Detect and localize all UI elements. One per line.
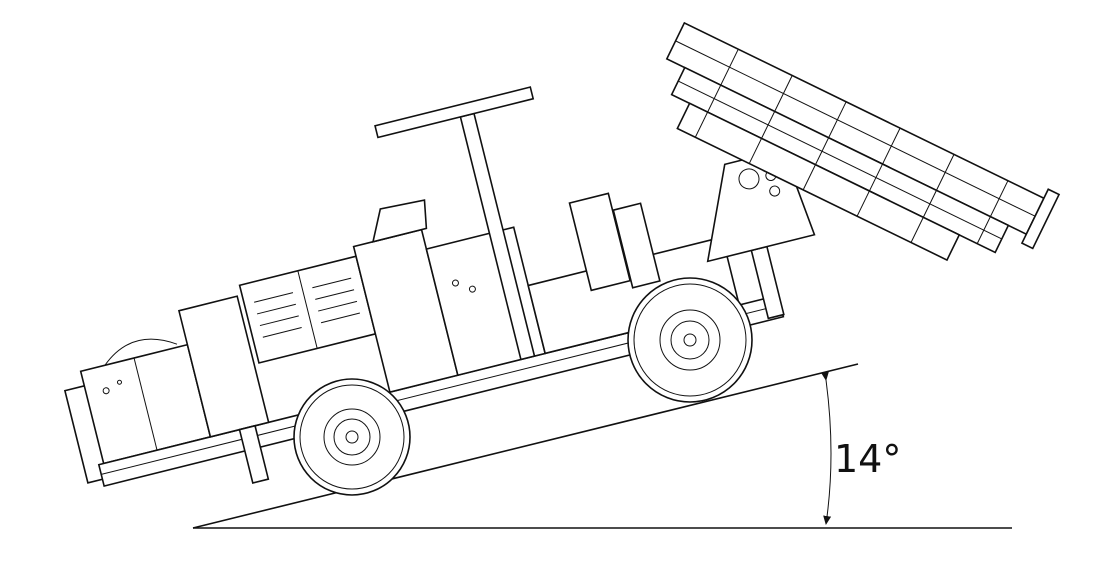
rear-wheel bbox=[293, 378, 411, 496]
vehicle-body bbox=[63, 86, 816, 488]
slope-angle-label: 14° bbox=[834, 437, 902, 481]
front-wheel bbox=[627, 277, 753, 403]
angle-arc bbox=[820, 371, 832, 525]
drill-boom bbox=[665, 21, 1061, 262]
slope-line bbox=[192, 363, 859, 529]
